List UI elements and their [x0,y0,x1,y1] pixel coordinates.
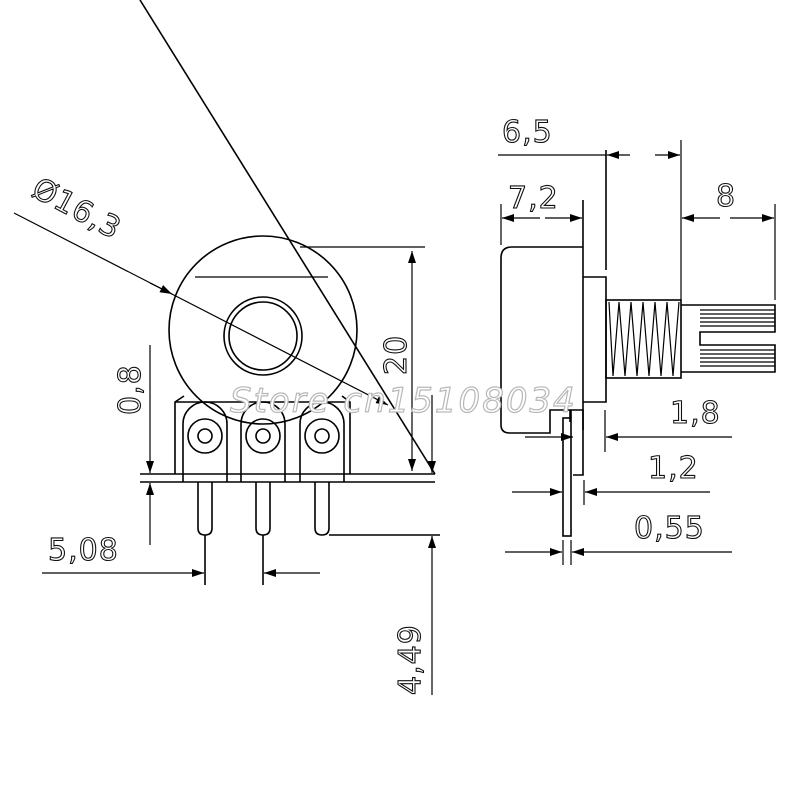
pin-2 [240,401,286,585]
shaft-inner-ring [228,301,298,371]
side-terminal [562,417,572,537]
front-view: Ø16,3 20 0,8 5,08 4,49 [13,0,440,696]
terminal-gap-label: 1,2 [648,451,699,486]
pin-length-label: 4,49 [393,624,428,695]
body-outline [168,235,358,425]
body-depth-label: 7,2 [508,181,559,216]
pin-pitch-label: 5,08 [48,533,119,568]
side-body [500,246,583,434]
height-label: 20 [379,335,414,375]
diameter-label: Ø16,3 [26,171,127,247]
shaft-offset-label: 6,5 [502,115,553,150]
terminal-thickness-label: 0,55 [634,511,705,546]
shaft-length-label: 8 [716,179,736,214]
knurled-shaft [681,304,776,373]
watermark: Store cn15108034 [230,381,577,421]
threaded-bushing [605,299,682,379]
shaft-outer-ring [223,296,303,376]
pin-3 [299,401,440,536]
side-view: 6,5 7,2 8 1,8 1,2 0,55 [498,114,776,565]
diameter-leader [13,212,389,406]
terminal-offset-label: 1,8 [670,396,721,431]
base-offset-label: 0,8 [113,364,148,415]
pin-1 [182,401,228,585]
